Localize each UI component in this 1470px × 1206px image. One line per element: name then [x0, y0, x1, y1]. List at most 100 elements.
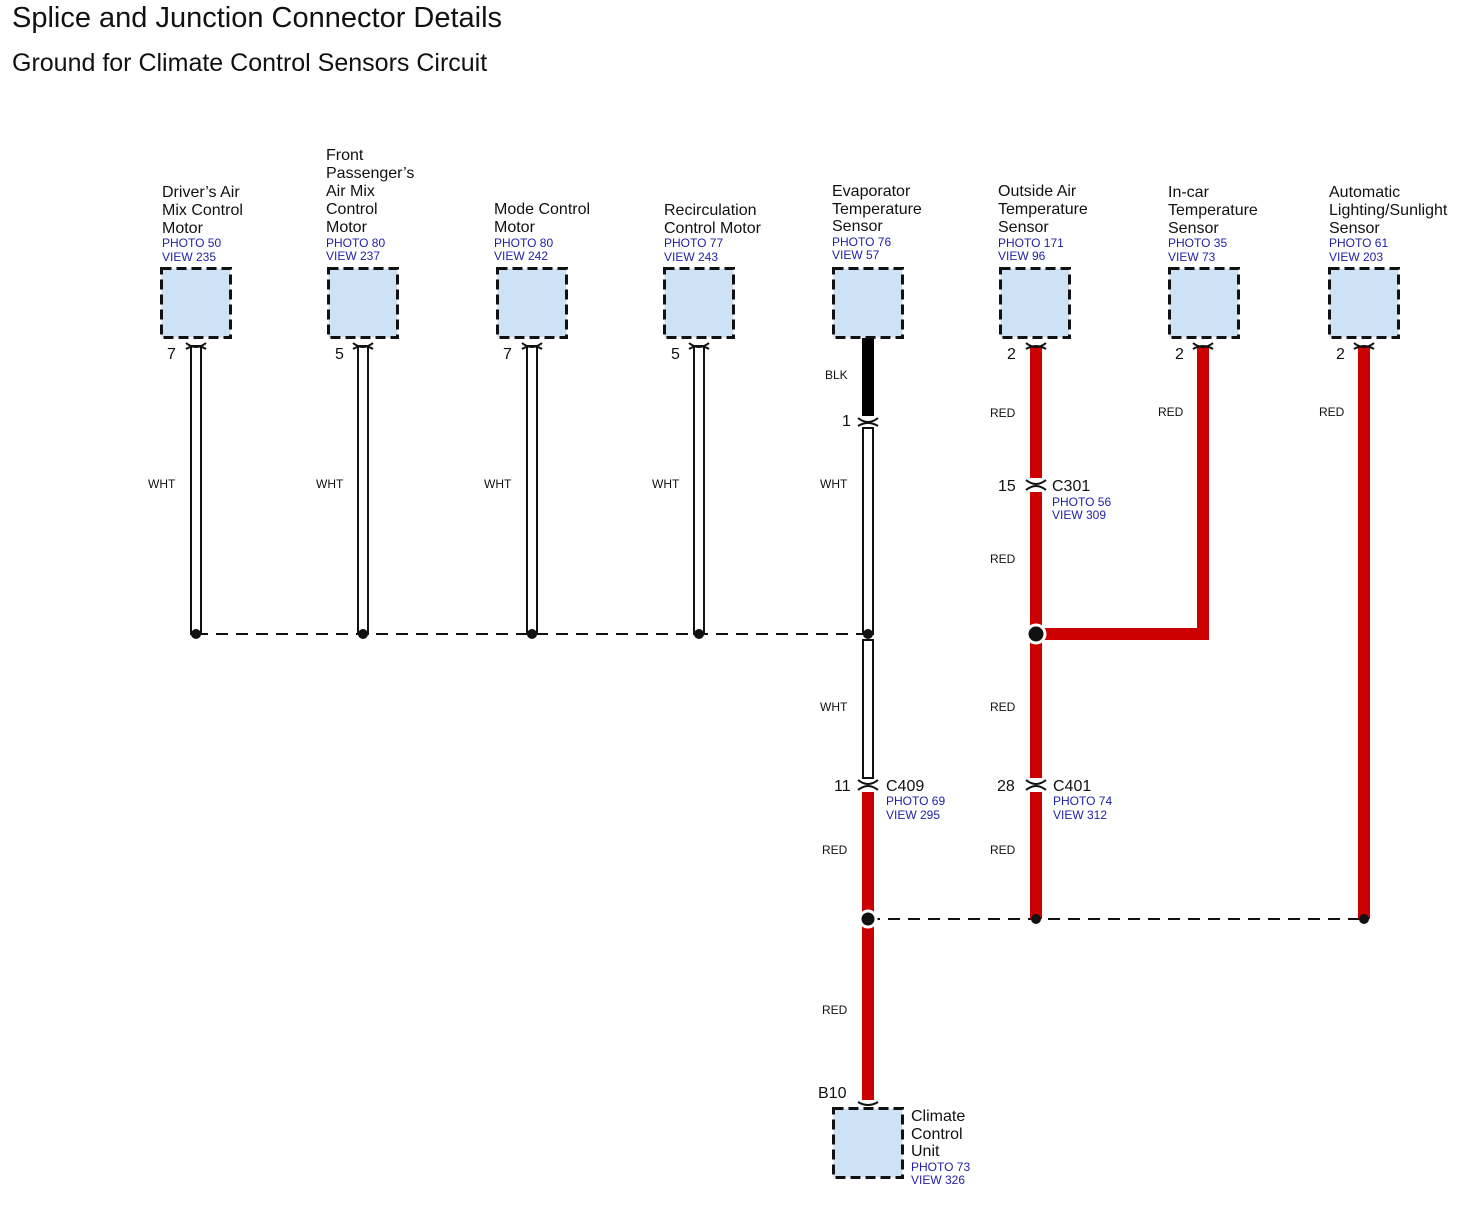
label-auto-lighting: Automatic Lighting/Sunlight Sensor PHOTO… [1329, 184, 1448, 264]
svg-text:Temperature: Temperature [1168, 202, 1258, 219]
wire-color-labels: WHT WHT WHT WHT WHT BLK WHT RED RED RED … [148, 368, 1345, 1017]
svg-text:WHT: WHT [652, 477, 680, 491]
svg-text:WHT: WHT [316, 477, 344, 491]
svg-text:BLK: BLK [825, 368, 848, 382]
svg-text:Unit: Unit [911, 1143, 940, 1160]
svg-text:WHT: WHT [820, 700, 848, 714]
mode-control-box [496, 267, 568, 339]
svg-text:PHOTO 80: PHOTO 80 [326, 236, 385, 250]
svg-text:VIEW 326: VIEW 326 [911, 1173, 965, 1187]
svg-text:PHOTO 77: PHOTO 77 [664, 236, 723, 250]
svg-text:VIEW 73: VIEW 73 [1168, 250, 1216, 264]
climate-unit-box [832, 1107, 904, 1179]
svg-text:PHOTO 76: PHOTO 76 [832, 235, 891, 249]
auto-lighting-box [1328, 267, 1400, 339]
wht-wires [190, 345, 874, 779]
svg-text:PHOTO 61: PHOTO 61 [1329, 236, 1388, 250]
svg-text:RED: RED [822, 843, 848, 857]
page-subtitle: Ground for Climate Control Sensors Circu… [12, 49, 488, 77]
svg-text:Climate: Climate [911, 1108, 965, 1125]
connector-symbols [185, 342, 1375, 1106]
label-recirculation: Recirculation Control Motor PHOTO 77 VIE… [664, 202, 762, 264]
svg-text:RED: RED [822, 1003, 848, 1017]
label-evaporator: Evaporator Temperature Sensor PHOTO 76 V… [832, 183, 922, 262]
svg-text:Temperature: Temperature [832, 201, 922, 218]
svg-text:2: 2 [1175, 346, 1184, 363]
svg-text:C401: C401 [1053, 778, 1091, 795]
svg-text:VIEW 242: VIEW 242 [494, 249, 548, 263]
svg-text:VIEW 309: VIEW 309 [1052, 508, 1106, 522]
svg-text:Motor: Motor [162, 220, 204, 237]
svg-text:VIEW 96: VIEW 96 [998, 249, 1046, 263]
svg-text:RED: RED [1158, 405, 1184, 419]
svg-text:5: 5 [335, 346, 344, 363]
svg-text:VIEW 237: VIEW 237 [326, 249, 380, 263]
svg-text:2: 2 [1007, 346, 1016, 363]
svg-text:VIEW 235: VIEW 235 [162, 250, 216, 264]
svg-text:Sensor: Sensor [998, 219, 1049, 236]
connector-c409: C409 PHOTO 69 VIEW 295 [886, 778, 945, 822]
svg-text:Evaporator: Evaporator [832, 183, 911, 200]
front-passenger-air-mix-box [327, 267, 399, 339]
svg-text:WHT: WHT [148, 477, 176, 491]
svg-text:1: 1 [842, 413, 851, 430]
svg-text:VIEW 243: VIEW 243 [664, 250, 718, 264]
connector-c401: C401 PHOTO 74 VIEW 312 [1053, 778, 1112, 822]
svg-text:Automatic: Automatic [1329, 184, 1400, 201]
svg-text:VIEW 312: VIEW 312 [1053, 808, 1107, 822]
label-front-passenger-air-mix: Front Passenger’s Air Mix Control Motor … [326, 147, 414, 263]
svg-text:Temperature: Temperature [998, 201, 1088, 218]
label-outside-air: Outside Air Temperature Sensor PHOTO 171… [998, 183, 1088, 263]
svg-text:15: 15 [998, 478, 1016, 495]
svg-text:PHOTO 80: PHOTO 80 [494, 236, 553, 250]
recirculation-box [663, 267, 735, 339]
pin-numbers: 7 5 7 5 2 2 2 1 15 11 28 B10 [167, 346, 1345, 1102]
svg-text:Sensor: Sensor [1329, 220, 1380, 237]
svg-text:RED: RED [990, 406, 1016, 420]
svg-text:Front: Front [326, 147, 364, 164]
red-wires [862, 346, 1370, 1100]
outside-air-box [999, 267, 1071, 339]
svg-text:C409: C409 [886, 778, 924, 795]
svg-text:PHOTO 74: PHOTO 74 [1053, 794, 1112, 808]
label-drivers-air-mix: Driver’s Air Mix Control Motor PHOTO 50 … [162, 184, 243, 264]
svg-text:Control: Control [911, 1126, 963, 1143]
evaporator-box [832, 267, 904, 339]
svg-text:Passenger’s: Passenger’s [326, 165, 414, 182]
splice-dots [191, 623, 1369, 929]
svg-text:5: 5 [671, 346, 680, 363]
svg-text:VIEW 295: VIEW 295 [886, 808, 940, 822]
svg-text:RED: RED [1319, 405, 1345, 419]
svg-text:28: 28 [997, 778, 1015, 795]
label-mode-control: Mode Control Motor PHOTO 80 VIEW 242 [494, 201, 590, 263]
svg-text:Outside Air: Outside Air [998, 183, 1077, 200]
blk-wire [862, 338, 874, 416]
svg-text:Sensor: Sensor [1168, 220, 1219, 237]
svg-text:VIEW 57: VIEW 57 [832, 248, 880, 262]
drivers-air-mix-box [160, 267, 232, 339]
svg-text:RED: RED [990, 843, 1016, 857]
svg-text:B10: B10 [818, 1085, 847, 1102]
label-climate-unit: Climate Control Unit PHOTO 73 VIEW 326 [911, 1108, 970, 1187]
svg-text:2: 2 [1336, 346, 1345, 363]
label-incar: In-car Temperature Sensor PHOTO 35 VIEW … [1168, 184, 1258, 264]
connector-c301: C301 PHOTO 56 VIEW 309 [1052, 478, 1111, 522]
svg-text:PHOTO 56: PHOTO 56 [1052, 495, 1111, 509]
svg-text:Lighting/Sunlight: Lighting/Sunlight [1329, 202, 1448, 219]
svg-text:PHOTO 69: PHOTO 69 [886, 794, 945, 808]
page-title: Splice and Junction Connector Details [12, 2, 503, 34]
svg-text:RED: RED [990, 700, 1016, 714]
svg-text:PHOTO 35: PHOTO 35 [1168, 236, 1227, 250]
svg-text:VIEW 203: VIEW 203 [1329, 250, 1383, 264]
svg-text:Motor: Motor [494, 219, 536, 236]
svg-text:Mode Control: Mode Control [494, 201, 590, 218]
svg-text:Sensor: Sensor [832, 218, 883, 235]
svg-text:PHOTO 73: PHOTO 73 [911, 1160, 970, 1174]
svg-text:7: 7 [503, 346, 512, 363]
svg-text:PHOTO 171: PHOTO 171 [998, 236, 1064, 250]
svg-text:7: 7 [167, 346, 176, 363]
svg-text:11: 11 [834, 778, 851, 795]
svg-text:Recirculation: Recirculation [664, 202, 756, 219]
incar-box [1168, 267, 1240, 339]
